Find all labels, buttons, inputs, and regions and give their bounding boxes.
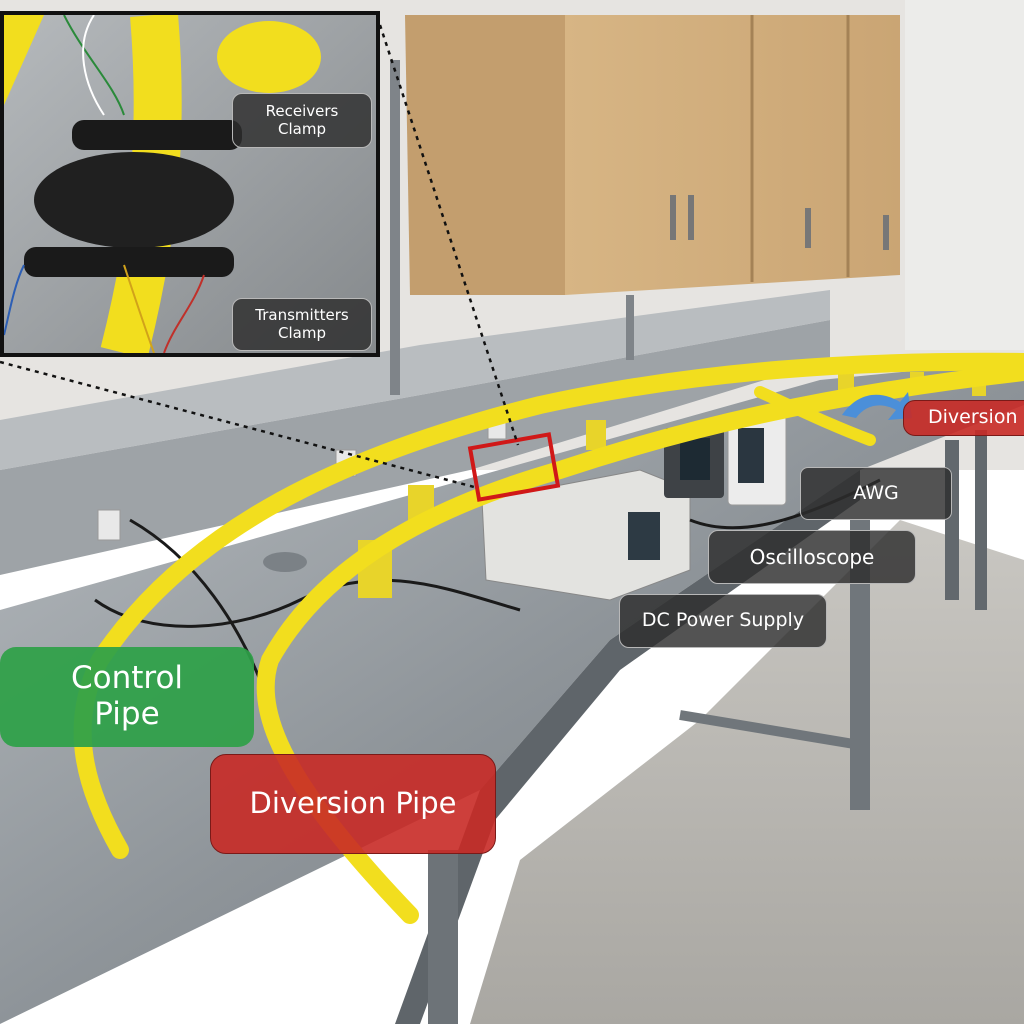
cabinet-handle xyxy=(670,195,676,240)
clamp-location-highlight xyxy=(467,432,561,502)
power-supply-screen xyxy=(628,512,660,560)
diversion-branch-tube xyxy=(754,386,876,446)
flow-arrow-icon xyxy=(842,392,912,420)
pipe-end-cap xyxy=(217,21,321,93)
table-leg xyxy=(428,850,458,1024)
backsplash-upper xyxy=(0,290,830,470)
cabinet-handle xyxy=(883,215,889,250)
cabinet-doors xyxy=(565,15,900,295)
receivers-clamp-label: Receivers Clamp xyxy=(232,93,372,148)
table-edge xyxy=(395,470,860,1024)
transmitters-clamp-label: Transmitters Clamp xyxy=(232,298,372,351)
leader-line xyxy=(378,24,520,446)
receivers-clamp-part xyxy=(72,120,242,150)
diversion-pipe-tube xyxy=(256,363,1024,924)
cabinet-handle xyxy=(805,208,811,248)
diversion-pipe-label: Diversion Pipe xyxy=(210,754,496,854)
clamp-closeup-inset xyxy=(0,11,380,357)
floor xyxy=(470,520,1024,1024)
transmitters-clamp-part xyxy=(24,247,234,277)
cabinet-handle xyxy=(688,195,694,240)
table-leg xyxy=(850,520,870,810)
oscilloscope-label: Oscilloscope xyxy=(708,530,916,584)
diversion-right-label: Diversion xyxy=(903,400,1024,436)
control-pipe-label: Control Pipe xyxy=(0,647,254,747)
metal-cup xyxy=(263,552,307,572)
right-wall xyxy=(905,0,1024,350)
foam-ring xyxy=(34,152,234,248)
awg-screen xyxy=(738,428,764,483)
table-leg xyxy=(975,430,987,610)
pipe-support xyxy=(838,372,854,392)
pipe-support xyxy=(586,420,606,450)
dc-power-supply xyxy=(481,469,691,601)
steel-table xyxy=(0,360,1024,1024)
cabinet-left xyxy=(405,15,565,295)
table-leg xyxy=(945,440,959,600)
outlet xyxy=(97,509,121,541)
oscilloscope-screen xyxy=(680,438,710,480)
dc-power-supply-label: DC Power Supply xyxy=(619,594,827,648)
closeup-illustration xyxy=(4,15,376,353)
awg-label: AWG xyxy=(800,467,952,520)
leader-line xyxy=(0,360,479,490)
